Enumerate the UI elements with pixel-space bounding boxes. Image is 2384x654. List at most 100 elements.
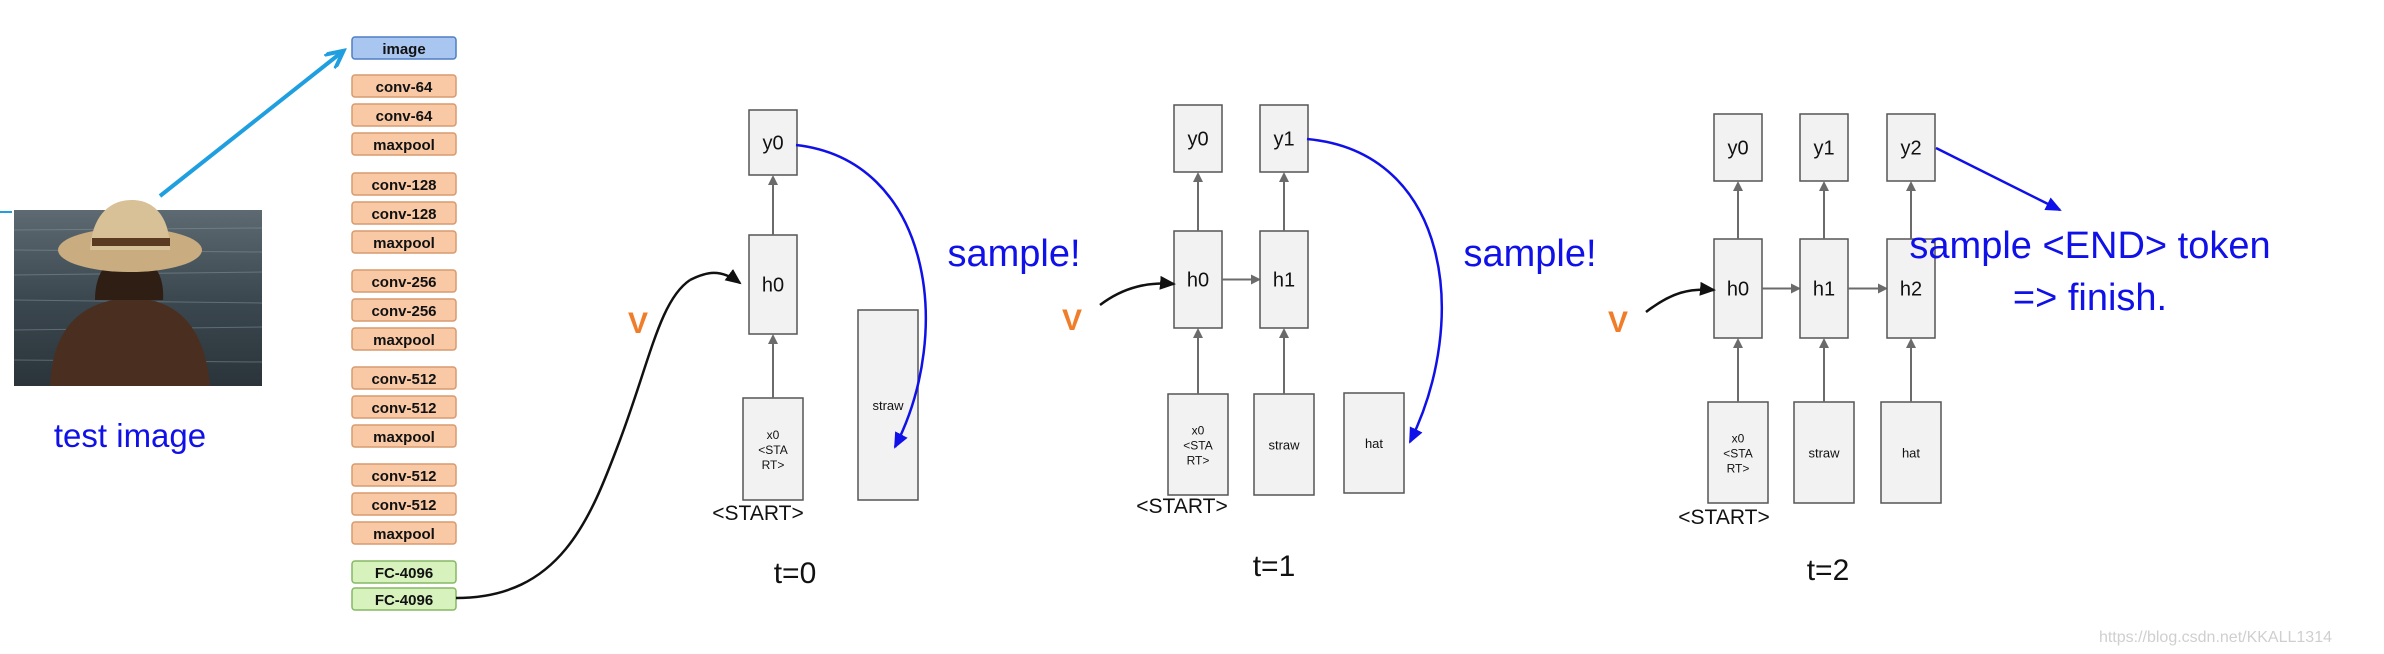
- hidden-label: h1: [1813, 279, 1835, 301]
- output-box: [1259, 104, 1309, 173]
- test-image-label: test image: [54, 417, 206, 454]
- cnn-layer-box: [351, 36, 457, 60]
- cnn-layer-label: maxpool: [373, 429, 435, 446]
- cnn-layer-box: [351, 521, 457, 545]
- sampled-word-box: [1343, 392, 1405, 494]
- cnn-layer-label: image: [382, 41, 425, 58]
- start-label: <START>: [1678, 506, 1769, 529]
- hidden-label: h0: [762, 275, 784, 297]
- cnn-layer-label: conv-64: [376, 79, 433, 96]
- time-step-2: y0h0x0<START>y1h1strawy2h2hatV<START>t=2…: [1608, 113, 2271, 587]
- cnn-layer-box: [351, 103, 457, 127]
- input-label: hat: [1902, 446, 1920, 461]
- input-label: straw: [1268, 438, 1300, 453]
- cnn-layer-label: conv-512: [371, 468, 436, 485]
- cnn-layer-box: [351, 424, 457, 448]
- cnn-layer-11: conv-512: [351, 395, 457, 419]
- hidden-box: [1713, 238, 1763, 339]
- cnn-layer-box: [351, 269, 457, 293]
- test-image-photo: [13, 200, 263, 386]
- hidden-label: h0: [1727, 279, 1749, 301]
- input-label: x0: [1192, 424, 1205, 438]
- input-label: straw: [1808, 446, 1840, 461]
- v-label: V: [1608, 306, 1628, 339]
- output-label: y1: [1813, 138, 1834, 160]
- cnn-layer-label: conv-128: [371, 206, 436, 223]
- output-box: [1173, 104, 1223, 173]
- feature-curve-head: [689, 269, 742, 285]
- cnn-layer-stack: image conv-64 conv-64 maxpool conv-128 conv-1…: [351, 36, 457, 611]
- cnn-layer-box: [351, 492, 457, 516]
- cnn-layer-box: [351, 327, 457, 351]
- cnn-layer-box: [351, 201, 457, 225]
- cnn-layer-7: conv-256: [351, 269, 457, 293]
- cnn-layer-16: FC-4096: [351, 560, 457, 584]
- start-label: <START>: [1136, 495, 1227, 518]
- cnn-layer-label: maxpool: [373, 235, 435, 252]
- sample-text: sample <END> token: [1909, 225, 2270, 267]
- input-box: [1793, 401, 1855, 504]
- cnn-layer-2: conv-64: [351, 103, 457, 127]
- v-arrow: [1645, 281, 1716, 313]
- hidden-label: h0: [1187, 270, 1209, 292]
- input-box: [1253, 393, 1315, 496]
- output-label: y0: [762, 133, 783, 155]
- input-box: [1707, 401, 1769, 504]
- cnn-layer-6: maxpool: [351, 230, 457, 254]
- cnn-layer-box: [351, 463, 457, 487]
- cnn-layer-4: conv-128: [351, 172, 457, 196]
- cnn-layer-5: conv-128: [351, 201, 457, 225]
- input-label: RT>: [1727, 462, 1750, 476]
- sample-text: => finish.: [2013, 277, 2167, 319]
- cnn-layer-label: conv-512: [371, 371, 436, 388]
- input-label: <STA: [1183, 439, 1212, 453]
- watermark: https://blog.csdn.net/KKALL1314: [2099, 629, 2332, 646]
- start-label: <START>: [712, 502, 803, 525]
- cnn-layer-box: [351, 298, 457, 322]
- input-label: x0: [767, 428, 780, 442]
- output-label: y0: [1727, 138, 1748, 160]
- cnn-layer-3: maxpool: [351, 132, 457, 156]
- cnn-layer-box: [351, 395, 457, 419]
- rnn-steps: y0h0x0<START>strawV<START>t=0sample!y0h0…: [628, 104, 2271, 590]
- cnn-layer-1: conv-64: [351, 74, 457, 98]
- input-label: <STA: [758, 443, 787, 457]
- output-box: [748, 109, 798, 176]
- time-label: t=0: [774, 557, 817, 590]
- output-label: y1: [1273, 129, 1294, 151]
- cnn-layer-12: maxpool: [351, 424, 457, 448]
- input-box: [1880, 401, 1942, 504]
- image-input-arrow: [158, 52, 342, 198]
- cnn-layer-box: [351, 172, 457, 196]
- cnn-layer-label: conv-512: [371, 497, 436, 514]
- input-box: [1167, 393, 1229, 496]
- hidden-label: h1: [1273, 270, 1295, 292]
- hidden-box: [1259, 230, 1309, 329]
- cnn-layer-label: conv-256: [371, 303, 436, 320]
- cnn-layer-9: maxpool: [351, 327, 457, 351]
- sampled-word-label: hat: [1365, 436, 1383, 451]
- cnn-layer-box: [351, 132, 457, 156]
- input-label: RT>: [762, 458, 785, 472]
- cnn-layer-13: conv-512: [351, 463, 457, 487]
- input-label: RT>: [1187, 454, 1210, 468]
- cnn-layer-17: FC-4096: [351, 587, 457, 611]
- cnn-layer-15: maxpool: [351, 521, 457, 545]
- feature-curve: [455, 278, 691, 600]
- cnn-layer-label: maxpool: [373, 526, 435, 543]
- sampled-word-box: [857, 309, 919, 501]
- hidden-box: [1886, 238, 1936, 339]
- hidden-label: h2: [1900, 279, 1922, 301]
- sampled-word-label: straw: [872, 398, 904, 413]
- input-label: x0: [1732, 432, 1745, 446]
- input-box: [742, 397, 804, 501]
- cnn-layer-label: FC-4096: [375, 565, 433, 582]
- v-label: V: [1062, 304, 1082, 337]
- output-label: y2: [1900, 138, 1921, 160]
- v-label: V: [628, 307, 648, 340]
- hidden-box: [748, 234, 798, 335]
- cnn-layer-box: [351, 230, 457, 254]
- cnn-layer-box: [351, 74, 457, 98]
- cnn-layer-10: conv-512: [351, 366, 457, 390]
